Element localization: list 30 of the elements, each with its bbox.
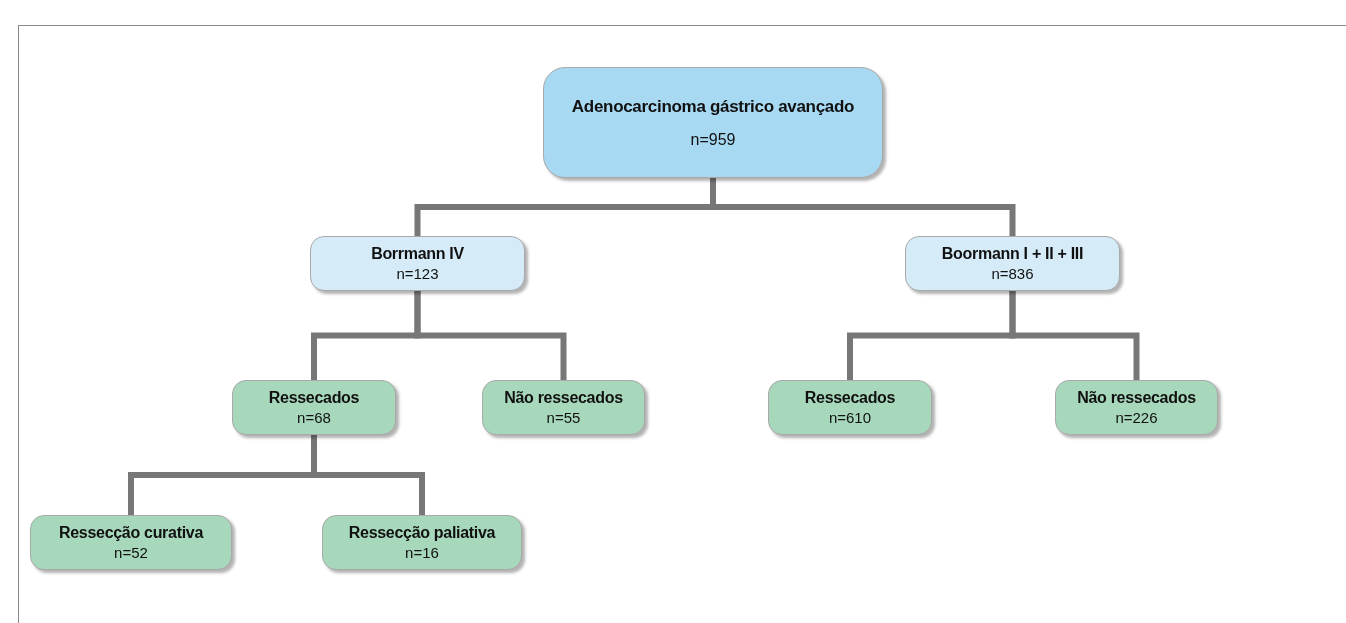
flow-box — [482, 380, 645, 435]
count-text: n=226 — [1115, 409, 1158, 426]
box-title: Não ressecados — [1077, 389, 1196, 407]
count-text: n=123 — [396, 265, 439, 282]
box-title: Não ressecados — [504, 389, 623, 407]
connector-line — [414, 291, 567, 380]
box-title: Ressecados — [804, 389, 896, 407]
count-text: n=959 — [690, 130, 736, 149]
box-title: Ressecados — [268, 389, 360, 407]
count-text: n=55 — [546, 409, 581, 426]
box-title: Borrmann IV — [371, 245, 464, 263]
count-text: n=836 — [991, 265, 1034, 282]
flow-box — [905, 236, 1120, 291]
box-title: Ressecção paliativa — [348, 524, 496, 542]
count-text: n=16 — [405, 544, 439, 561]
flow-box — [310, 236, 525, 291]
box-title: Ressecção curativa — [59, 524, 203, 542]
connector-line — [1009, 291, 1140, 380]
flow-box — [1055, 380, 1218, 435]
count-text: n=68 — [297, 409, 331, 426]
flow-box — [30, 515, 232, 570]
flow-box — [768, 380, 932, 435]
count-text: n=52 — [114, 544, 148, 561]
box-title: Adenocarcinoma gástrico avançado — [571, 96, 855, 117]
flow-box — [543, 67, 883, 178]
flow-box — [232, 380, 396, 435]
connector-line — [311, 435, 425, 515]
flow-box — [322, 515, 522, 570]
box-title: Boormann I + II + III — [941, 245, 1084, 263]
count-text: n=610 — [828, 409, 872, 426]
